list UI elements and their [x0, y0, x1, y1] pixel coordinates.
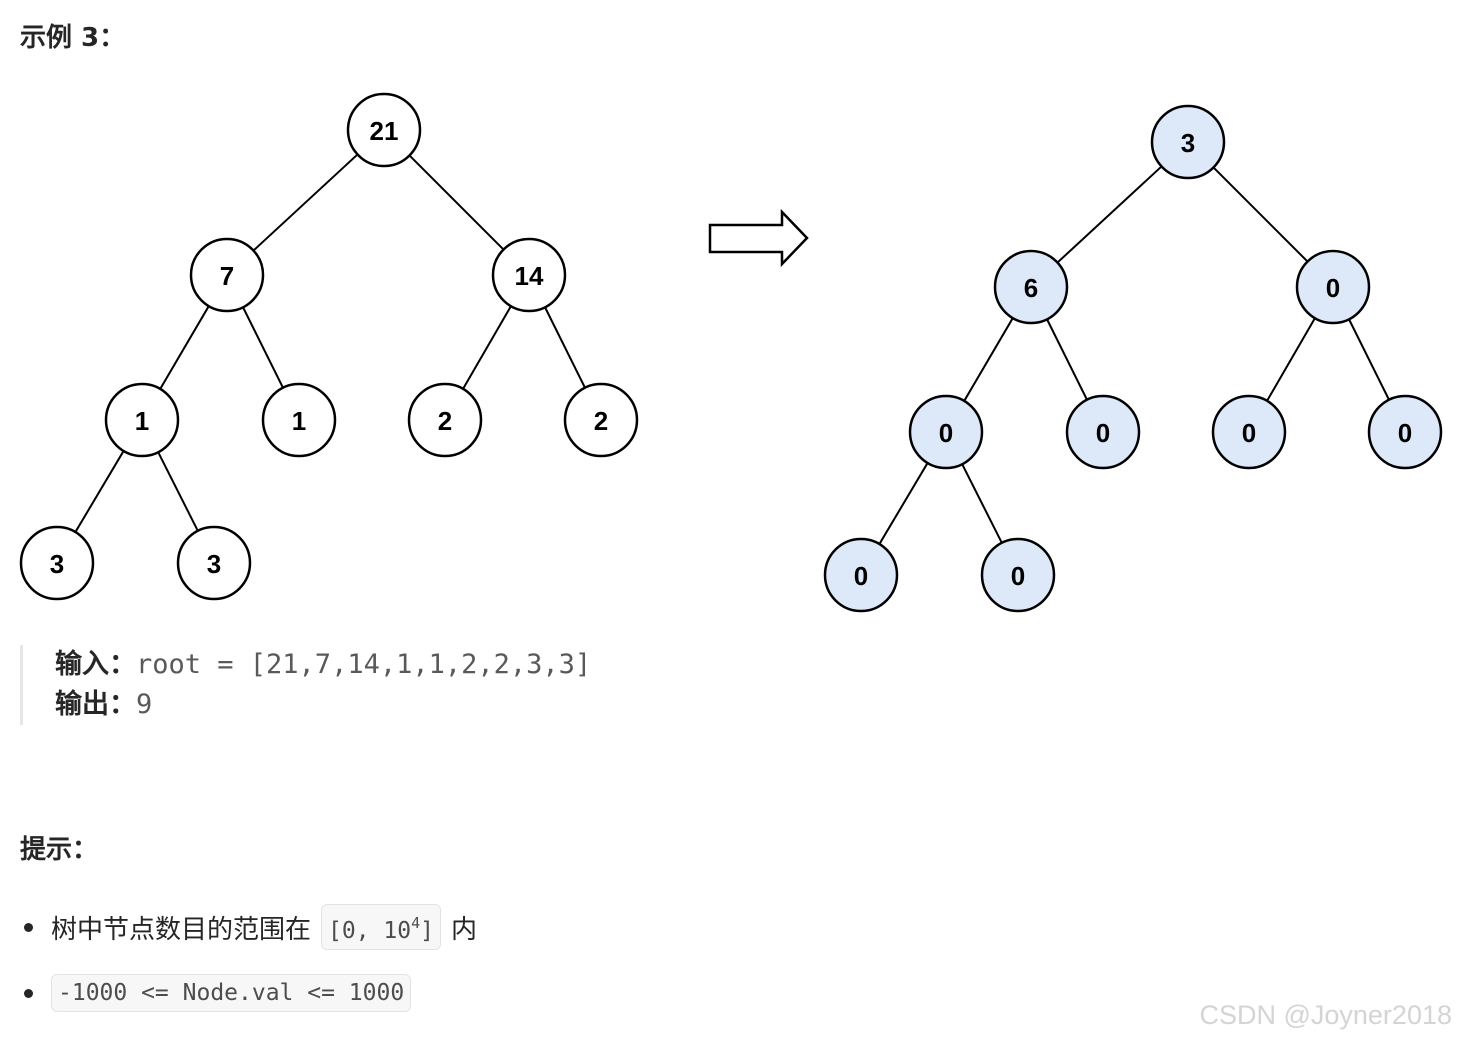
output-tree-node-label: 6	[1024, 273, 1038, 303]
input-tree-node-circle	[346, 92, 422, 168]
input-tree-edge	[157, 451, 199, 532]
output-tree-node-label: 3	[1181, 128, 1195, 158]
input-tree-edge	[159, 305, 210, 390]
input-tree-node-label: 2	[594, 406, 608, 436]
right-arrow-icon	[708, 208, 809, 268]
input-tree-node-label: 3	[207, 549, 221, 579]
code-chip-value-range: -1000 <= Node.val <= 1000	[51, 974, 412, 1012]
input-line: 输入：root = [21,7,14,1,1,2,2,3,3]	[55, 645, 591, 685]
output-tree-node: 0	[1367, 394, 1443, 470]
input-tree-node-label: 3	[50, 549, 64, 579]
input-tree-node-label: 14	[515, 261, 544, 291]
bullet-icon	[24, 922, 33, 932]
output-tree-edge	[1348, 318, 1390, 401]
output-tree-edge	[963, 317, 1014, 402]
output-tree-node-label: 0	[1326, 273, 1340, 303]
output-tree-edge	[1046, 318, 1088, 401]
output-tree-edge	[1212, 166, 1309, 263]
tree-diagram: 21 7 14 1 1 2 2 3 3 3 6 0 0 0 0 0 0 0	[19, 92, 1443, 613]
input-tree-node-circle	[104, 382, 180, 458]
output-tree-edge	[878, 462, 929, 545]
output-tree-node: 0	[980, 537, 1056, 613]
output-tree-node-label: 0	[854, 561, 868, 591]
output-tree-node: 6	[993, 249, 1069, 325]
input-tree-node: 3	[176, 525, 252, 601]
output-tree-node-circle	[1211, 394, 1287, 470]
output-line: 输出：9	[55, 685, 591, 725]
watermark: CSDN @Joyner2018	[1199, 1000, 1452, 1030]
output-tree-edge	[1056, 165, 1163, 264]
input-tree-edge	[242, 306, 284, 389]
code-range-start: [0, 10	[328, 918, 412, 944]
output-tree-node-circle	[980, 537, 1056, 613]
output-tree-edge	[1266, 317, 1316, 402]
input-tree-node-circle	[189, 237, 265, 313]
input-tree-node: 1	[261, 382, 337, 458]
input-tree-node-circle	[407, 382, 483, 458]
input-tree-node-label: 21	[370, 116, 399, 146]
input-tree-node-circle	[491, 237, 567, 313]
output-tree-node-label: 0	[1011, 561, 1025, 591]
input-tree-node-circle	[261, 382, 337, 458]
output-tree-node-circle	[1367, 394, 1443, 470]
output-tree-edge	[961, 463, 1003, 544]
input-tree-edge	[408, 154, 505, 251]
input-tree-node: 3	[19, 525, 95, 601]
output-label: 输出：	[55, 689, 136, 720]
output-tree-node: 0	[1295, 249, 1371, 325]
input-tree-edge	[252, 153, 359, 252]
input-tree-node-label: 1	[135, 406, 149, 436]
input-tree-node-label: 1	[292, 406, 306, 436]
input-tree-node-circle	[176, 525, 252, 601]
input-tree-node: 7	[189, 237, 265, 313]
output-tree-node-circle	[1150, 104, 1226, 180]
input-tree-node: 21	[346, 92, 422, 168]
input-tree-edge	[462, 305, 512, 390]
input-tree-node: 1	[104, 382, 180, 458]
output-tree-node-label: 0	[1096, 418, 1110, 448]
output-tree-node: 3	[1150, 104, 1226, 180]
output-tree-node: 0	[1065, 394, 1141, 470]
hint-item-value-range: -1000 <= Node.val <= 1000	[24, 973, 412, 1013]
input-tree-node-label: 2	[438, 406, 452, 436]
input-tree-node-label: 7	[220, 261, 234, 291]
input-tree-node: 2	[407, 382, 483, 458]
code-range-exponent: 4	[411, 914, 421, 932]
output-tree-node-label: 0	[939, 418, 953, 448]
example-title: 示例 3：	[20, 23, 126, 53]
hint-item-suffix: 内	[451, 914, 478, 945]
input-value: root = [21,7,14,1,1,2,2,3,3]	[136, 649, 592, 680]
input-label: 输入：	[55, 649, 136, 680]
bullet-icon	[24, 988, 33, 998]
example-io-block: 输入：root = [21,7,14,1,1,2,2,3,3] 输出：9	[20, 645, 591, 725]
input-tree-node: 14	[491, 237, 567, 313]
input-tree-node-circle	[563, 382, 639, 458]
output-tree: 3 6 0 0 0 0 0 0 0	[823, 104, 1443, 613]
input-tree-edge	[544, 306, 586, 389]
output-tree-node-circle	[1295, 249, 1371, 325]
output-tree-node-circle	[993, 249, 1069, 325]
output-tree-node-circle	[908, 394, 984, 470]
output-tree-node-circle	[823, 537, 899, 613]
input-tree: 21 7 14 1 1 2 2 3 3	[19, 92, 639, 601]
input-tree-edge	[74, 450, 125, 533]
hint-item-text: 树中节点数目的范围在	[51, 914, 312, 945]
input-tree-node-circle	[19, 525, 95, 601]
hints-title: 提示：	[20, 835, 99, 865]
output-tree-node-label: 0	[1242, 418, 1256, 448]
output-tree-node-circle	[1065, 394, 1141, 470]
output-tree-node: 0	[823, 537, 899, 613]
output-tree-node: 0	[1211, 394, 1287, 470]
code-chip-range: [0, 104]	[321, 904, 441, 950]
output-tree-node-label: 0	[1398, 418, 1412, 448]
output-value: 9	[136, 689, 153, 720]
input-tree-node: 2	[563, 382, 639, 458]
code-range-end: ]	[420, 918, 434, 944]
output-tree-node: 0	[908, 394, 984, 470]
hint-item-node-count: 树中节点数目的范围在 [0, 104] 内	[24, 904, 478, 950]
